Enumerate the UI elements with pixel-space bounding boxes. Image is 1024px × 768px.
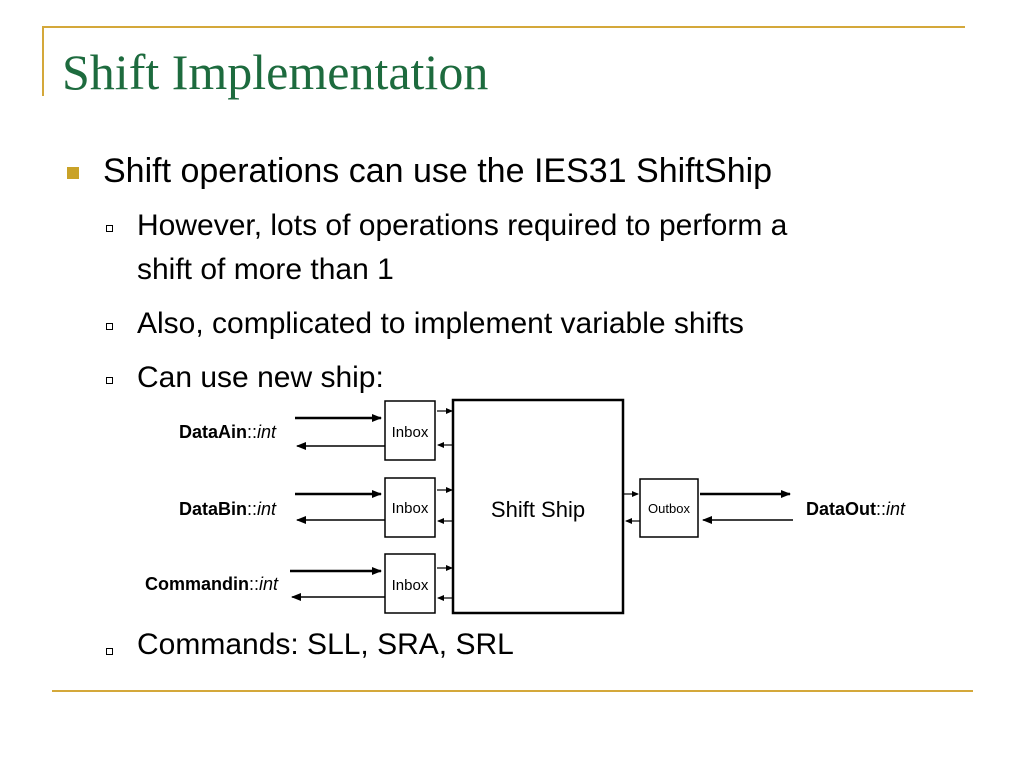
sub-bullet-1-line-2: shift of more than 1 <box>137 253 394 286</box>
sub-bullet-square-icon <box>106 225 113 232</box>
left-rule <box>42 26 44 96</box>
top-rule <box>42 26 965 28</box>
inbox-a-label: Inbox <box>392 424 429 441</box>
inbox-b-label: Inbox <box>392 500 429 517</box>
outbox-label: Outbox <box>648 501 690 516</box>
command-in-label: Commandin::int <box>145 574 279 594</box>
sub-bullet-square-icon <box>106 648 113 655</box>
inbox-command-label: Inbox <box>392 577 429 594</box>
bottom-rule <box>52 690 973 692</box>
sub-bullet-2: Also, complicated to implement variable … <box>137 307 744 340</box>
sub-bullet-square-icon <box>106 323 113 330</box>
inbox-command: Inbox <box>290 553 453 614</box>
inbox-b: Inbox <box>295 477 453 538</box>
inbox-a: Inbox <box>295 400 453 461</box>
slide-title: Shift Implementation <box>62 44 489 100</box>
sub-bullet-1-line-1: However, lots of operations required to … <box>137 209 788 242</box>
sub-bullet-square-icon <box>106 377 113 384</box>
sub-bullet-4: Commands: SLL, SRA, SRL <box>137 628 514 661</box>
outbox: Outbox <box>624 478 793 538</box>
bullet-square-icon <box>67 167 79 179</box>
shift-ship-box <box>451 398 625 615</box>
data-out-label: DataOut::int <box>806 499 906 519</box>
data-a-in-label: DataAin::int <box>179 422 277 442</box>
shift-ship-label: Shift Ship <box>491 497 585 522</box>
sub-bullet-3: Can use new ship: <box>137 361 384 394</box>
data-b-in-label: DataBin::int <box>179 499 277 519</box>
bullet-text: Shift operations can use the IES31 Shift… <box>103 152 773 190</box>
